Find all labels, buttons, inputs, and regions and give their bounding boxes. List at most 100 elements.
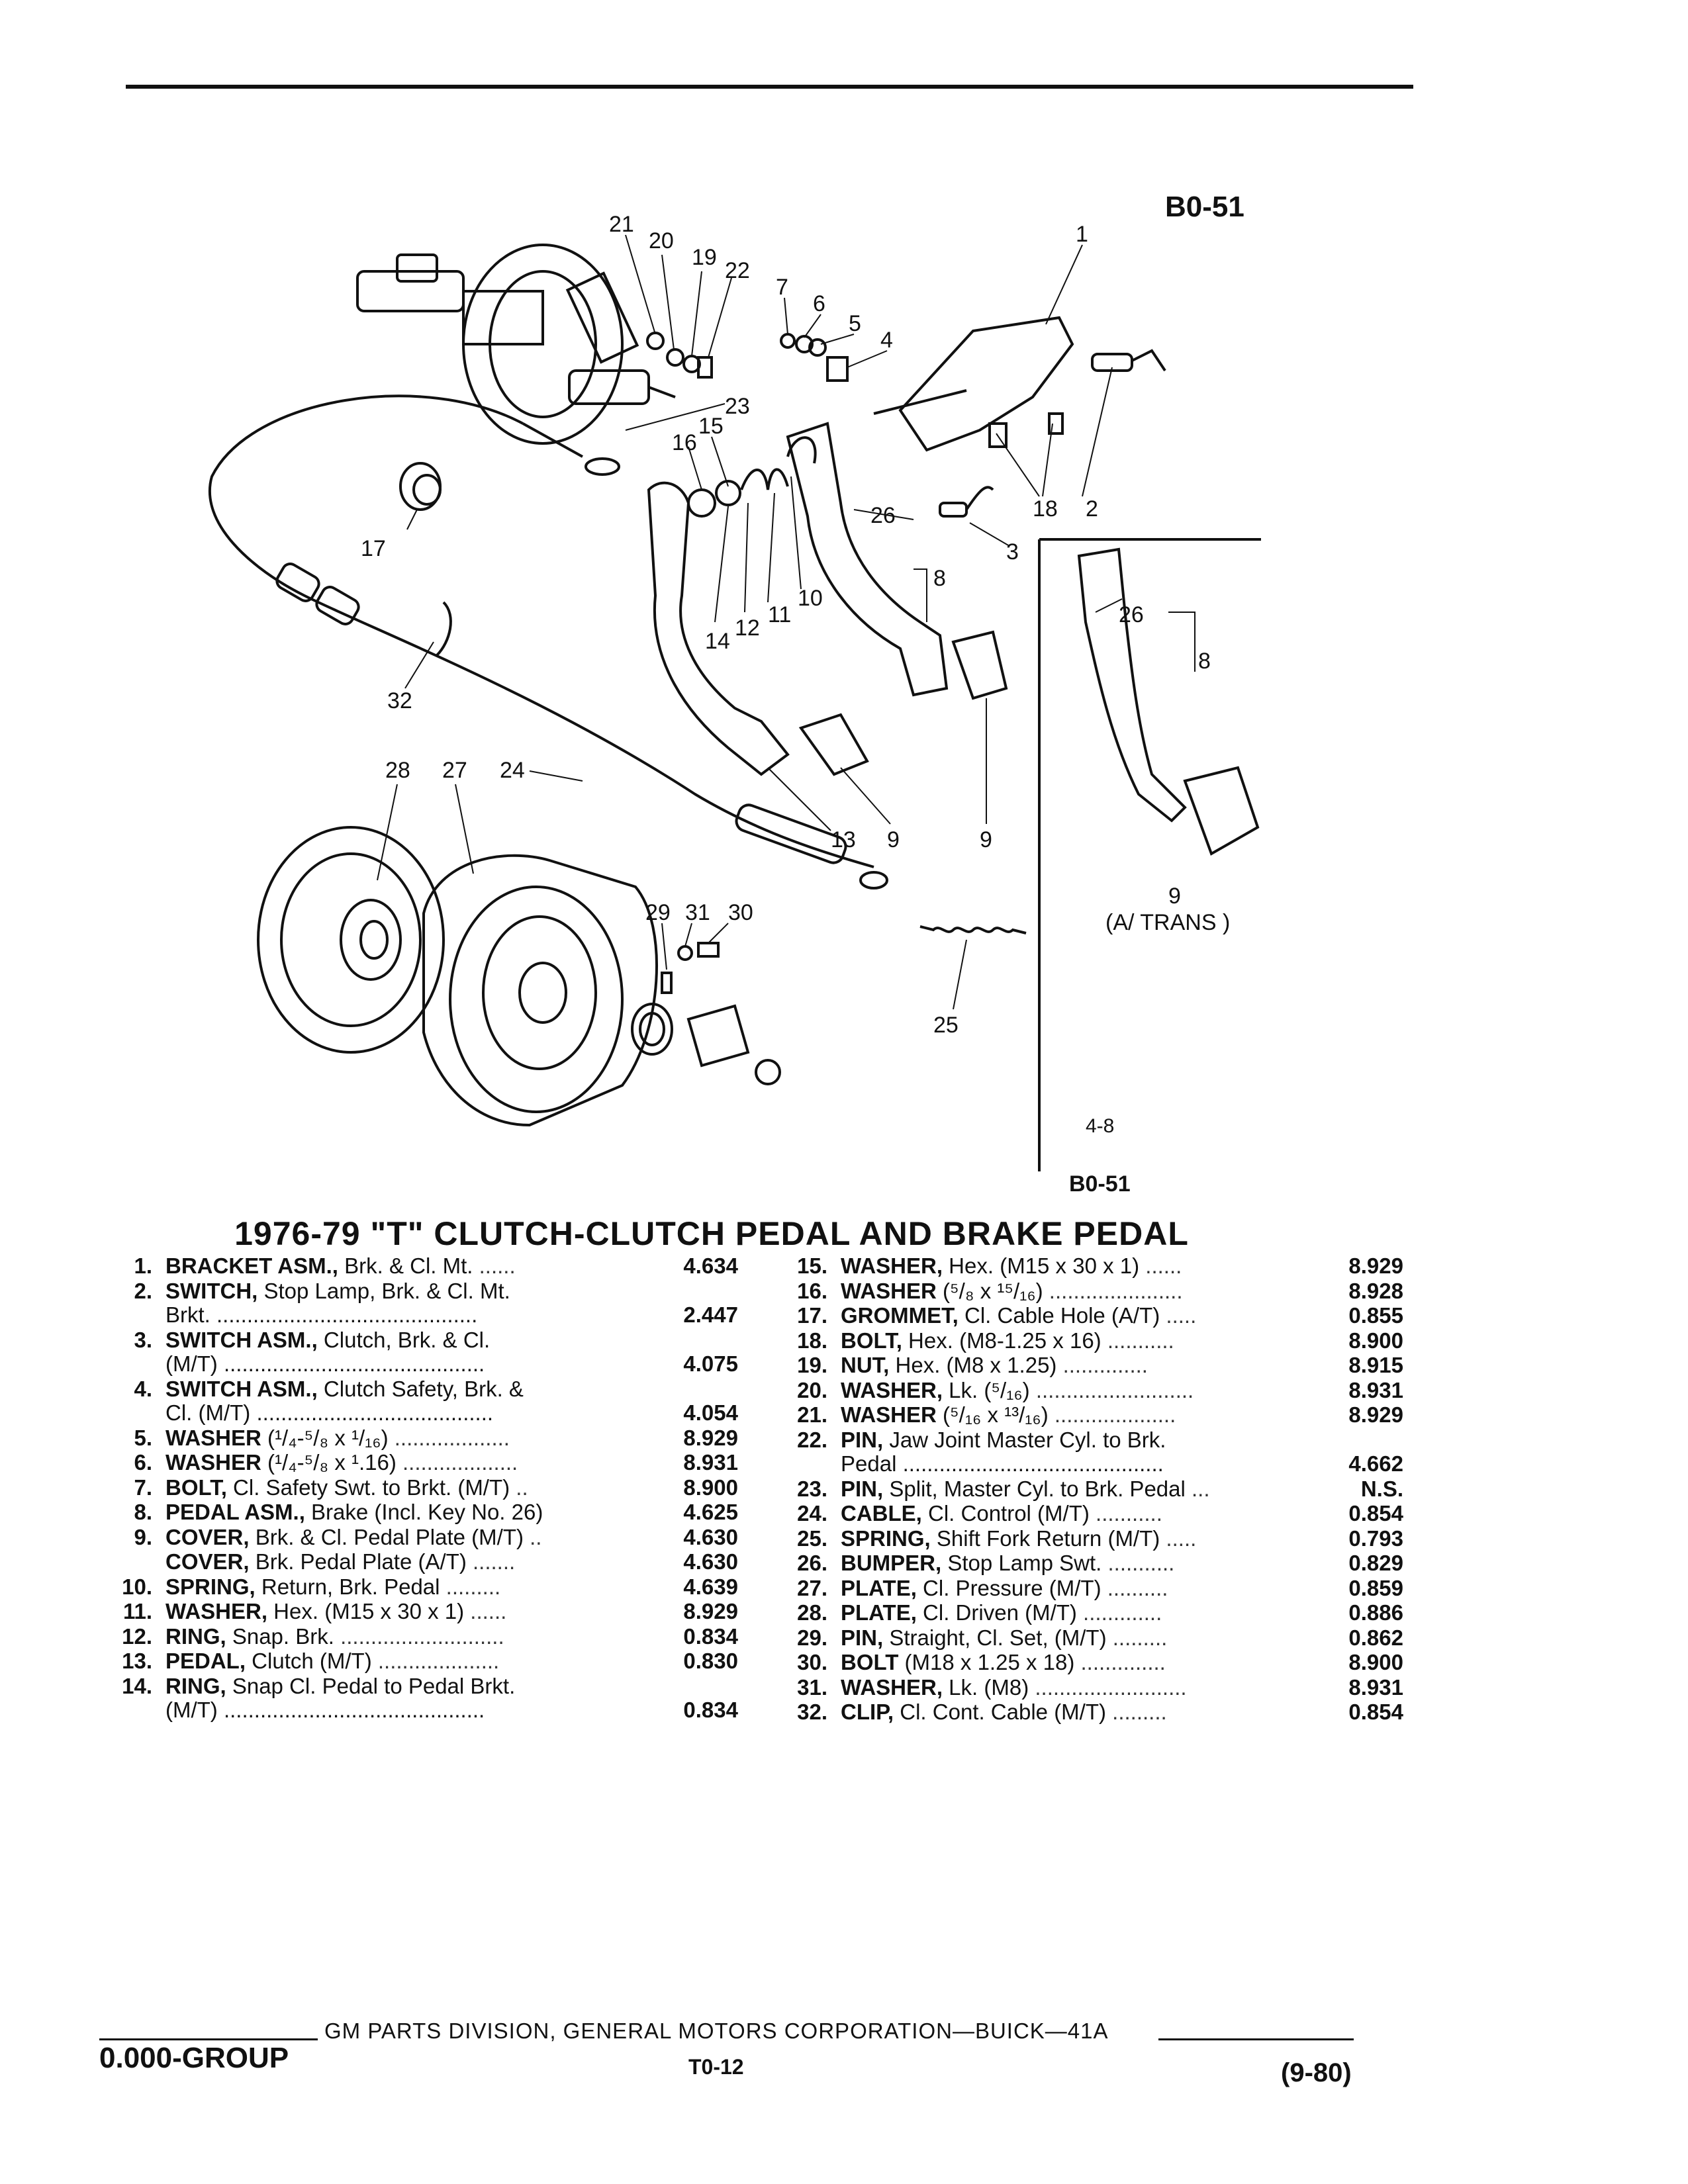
parts-list-row: 24.CABLE, Cl. Control (M/T) ...........0…	[774, 1501, 1403, 1526]
dot-leader: .....	[1160, 1303, 1197, 1328]
part-name: PEDAL,	[165, 1649, 246, 1673]
part-name: COVER,	[165, 1524, 250, 1549]
callout: 12	[735, 615, 760, 641]
illustration-code-bottom: B0-51	[1069, 1171, 1131, 1197]
part-description: BRACKET ASM., Brk. & Cl. Mt. ......	[165, 1253, 629, 1279]
part-group-number: 0.886	[1348, 1600, 1403, 1625]
part-name: PEDAL ASM.,	[165, 1500, 305, 1524]
part-group-number: 4.625	[683, 1500, 738, 1524]
part-key-number: 20.	[797, 1377, 827, 1402]
part-detail: Clutch (M/T)	[246, 1649, 372, 1673]
part-group-number: 4.639	[683, 1574, 738, 1599]
part-name: CABLE,	[841, 1501, 922, 1525]
dot-leader: ..........	[1101, 1575, 1168, 1600]
part-description: WASHER (¹/₄-⁵/₈ x ¹/₁₆) ................…	[165, 1426, 629, 1451]
part-description: WASHER (⁵/₈ x ¹⁵/₁₆) ...................…	[841, 1279, 1304, 1304]
parts-list-row: 5.WASHER (¹/₄-⁵/₈ x ¹/₁₆) ..............…	[99, 1426, 738, 1451]
part-description: PIN, Straight, Cl. Set, (M/T) .........	[841, 1625, 1304, 1651]
part-description: BOLT, Hex. (M8-1.25 x 16) ...........	[841, 1328, 1304, 1353]
part-group-number: 8.929	[683, 1425, 738, 1450]
callout: 23	[725, 394, 750, 419]
part-detail-continued: (M/T) ..................................…	[165, 1698, 485, 1722]
dot-leader: ..............	[1074, 1650, 1166, 1674]
part-key-number: 28.	[797, 1600, 827, 1625]
callout: 5	[849, 311, 861, 336]
part-detail: Stop Lamp Swt.	[941, 1551, 1102, 1575]
part-description: BUMPER, Stop Lamp Swt. ...........	[841, 1551, 1304, 1576]
part-group-number: N.S.	[1360, 1476, 1403, 1501]
part-key-number: 12.	[122, 1623, 152, 1649]
part-description: CLIP, Cl. Cont. Cable (M/T) .........	[841, 1700, 1304, 1725]
part-key-number: 16.	[797, 1278, 827, 1303]
part-group-number: 8.929	[683, 1599, 738, 1623]
part-name: SPRING,	[165, 1574, 256, 1599]
top-rule	[126, 85, 1413, 89]
parts-list-row: COVER, Brk. Pedal Plate (A/T) .......4.6…	[99, 1549, 738, 1574]
part-description: SPRING, Return, Brk. Pedal .........	[165, 1574, 629, 1600]
part-detail: Snap. Brk.	[226, 1623, 334, 1649]
part-description: WASHER (¹/₄-⁵/₈ x ¹.16) ................…	[165, 1450, 629, 1475]
part-detail: Cl. Driven (M/T)	[916, 1600, 1077, 1625]
part-description: SWITCH, Stop Lamp, Brk. & Cl. Mt.Brkt. .…	[165, 1279, 629, 1328]
part-name: WASHER,	[165, 1599, 268, 1623]
part-group-number: 8.900	[1348, 1328, 1403, 1353]
part-key-number: 30.	[797, 1650, 827, 1674]
callout: 15	[698, 414, 724, 439]
part-name: BUMPER,	[841, 1551, 942, 1575]
part-detail: Hex. (M15 x 30 x 1)	[943, 1253, 1140, 1278]
part-name: SPRING,	[841, 1525, 931, 1551]
at-trans-note: (A/ TRANS )	[1105, 910, 1230, 935]
parts-list-row: 7.BOLT, Cl. Safety Swt. to Brkt. (M/T) .…	[99, 1475, 738, 1500]
part-group-number: 0.829	[1348, 1551, 1403, 1575]
parts-list-row: 13.PEDAL, Clutch (M/T) .................…	[99, 1649, 738, 1674]
part-group-number: 0.855	[1348, 1303, 1403, 1328]
dot-leader: .......	[466, 1549, 516, 1574]
part-key-number: 2.	[134, 1278, 152, 1303]
part-description: BOLT (M18 x 1.25 x 18) ..............	[841, 1650, 1304, 1675]
part-detail: Brk. & Cl. Pedal Plate (M/T)	[249, 1524, 524, 1549]
callout: 8	[933, 566, 946, 591]
part-description: GROMMET, Cl. Cable Hole (A/T) .....	[841, 1303, 1304, 1328]
callout: 13	[831, 827, 856, 852]
callout-numbers: 21 20 19 22 7 6 5 4 1 23 15 16 17 18 2 2…	[361, 212, 1230, 1038]
dot-leader: ..............	[1056, 1353, 1148, 1377]
callout: 9	[887, 827, 900, 852]
part-description: PIN, Split, Master Cyl. to Brk. Pedal ..…	[841, 1477, 1304, 1502]
part-name: BOLT,	[841, 1328, 902, 1353]
part-description: BOLT, Cl. Safety Swt. to Brkt. (M/T) ..	[165, 1475, 629, 1500]
part-detail: Cl. Cont. Cable (M/T)	[894, 1700, 1106, 1724]
page-title: 1976-79 "T" CLUTCH-CLUTCH PEDAL AND BRAK…	[234, 1215, 1189, 1252]
callout: 17	[361, 536, 386, 561]
part-name: PIN,	[841, 1427, 884, 1452]
part-description: SPRING, Shift Fork Return (M/T) .....	[841, 1525, 1304, 1551]
part-key-number: 26.	[797, 1551, 827, 1575]
callout: 1	[1076, 222, 1088, 247]
part-name: BOLT,	[165, 1475, 227, 1500]
part-group-number: 0.854	[1348, 1700, 1403, 1724]
part-detail: Hex. (M8 x 1.25)	[889, 1353, 1057, 1377]
part-detail: Brake (Incl. Key No. 26)	[305, 1500, 543, 1524]
part-group-number: 8.929	[1348, 1253, 1403, 1278]
part-description: WASHER (⁵/₁₆ x ¹³/₁₆) ..................…	[841, 1402, 1304, 1428]
part-detail-continued: Cl. (M/T) ..............................…	[165, 1400, 494, 1425]
part-group-number: 8.928	[1348, 1278, 1403, 1303]
part-name: PLATE,	[841, 1575, 917, 1600]
part-detail-continued: Pedal ..................................…	[841, 1451, 1164, 1476]
shift-fork-spring	[919, 925, 1027, 934]
dot-leader: ..........................	[1029, 1377, 1194, 1402]
part-detail: Cl. Pressure (M/T)	[916, 1575, 1102, 1600]
part-detail: (¹/₄-⁵/₈ x ¹/₁₆)	[261, 1425, 389, 1450]
part-key-number: 29.	[797, 1625, 827, 1650]
part-name: GROMMET,	[841, 1303, 959, 1328]
part-detail: Split, Master Cyl. to Brk. Pedal	[883, 1476, 1186, 1501]
part-detail: Brk. & Cl. Mt.	[338, 1253, 473, 1278]
part-group-number: 0.834	[683, 1623, 738, 1649]
callout: 16	[672, 430, 697, 455]
part-description: COVER, Brk. & Cl. Pedal Plate (M/T) ..	[165, 1525, 629, 1550]
figure-number: 4-8	[1086, 1115, 1115, 1137]
dot-leader: .............	[1076, 1600, 1162, 1625]
part-detail-continued: (M/T) ..................................…	[165, 1351, 485, 1376]
callout: 8	[1198, 649, 1211, 674]
footer-page-number: T0-12	[688, 2055, 744, 2079]
part-group-number: 8.900	[1348, 1650, 1403, 1674]
